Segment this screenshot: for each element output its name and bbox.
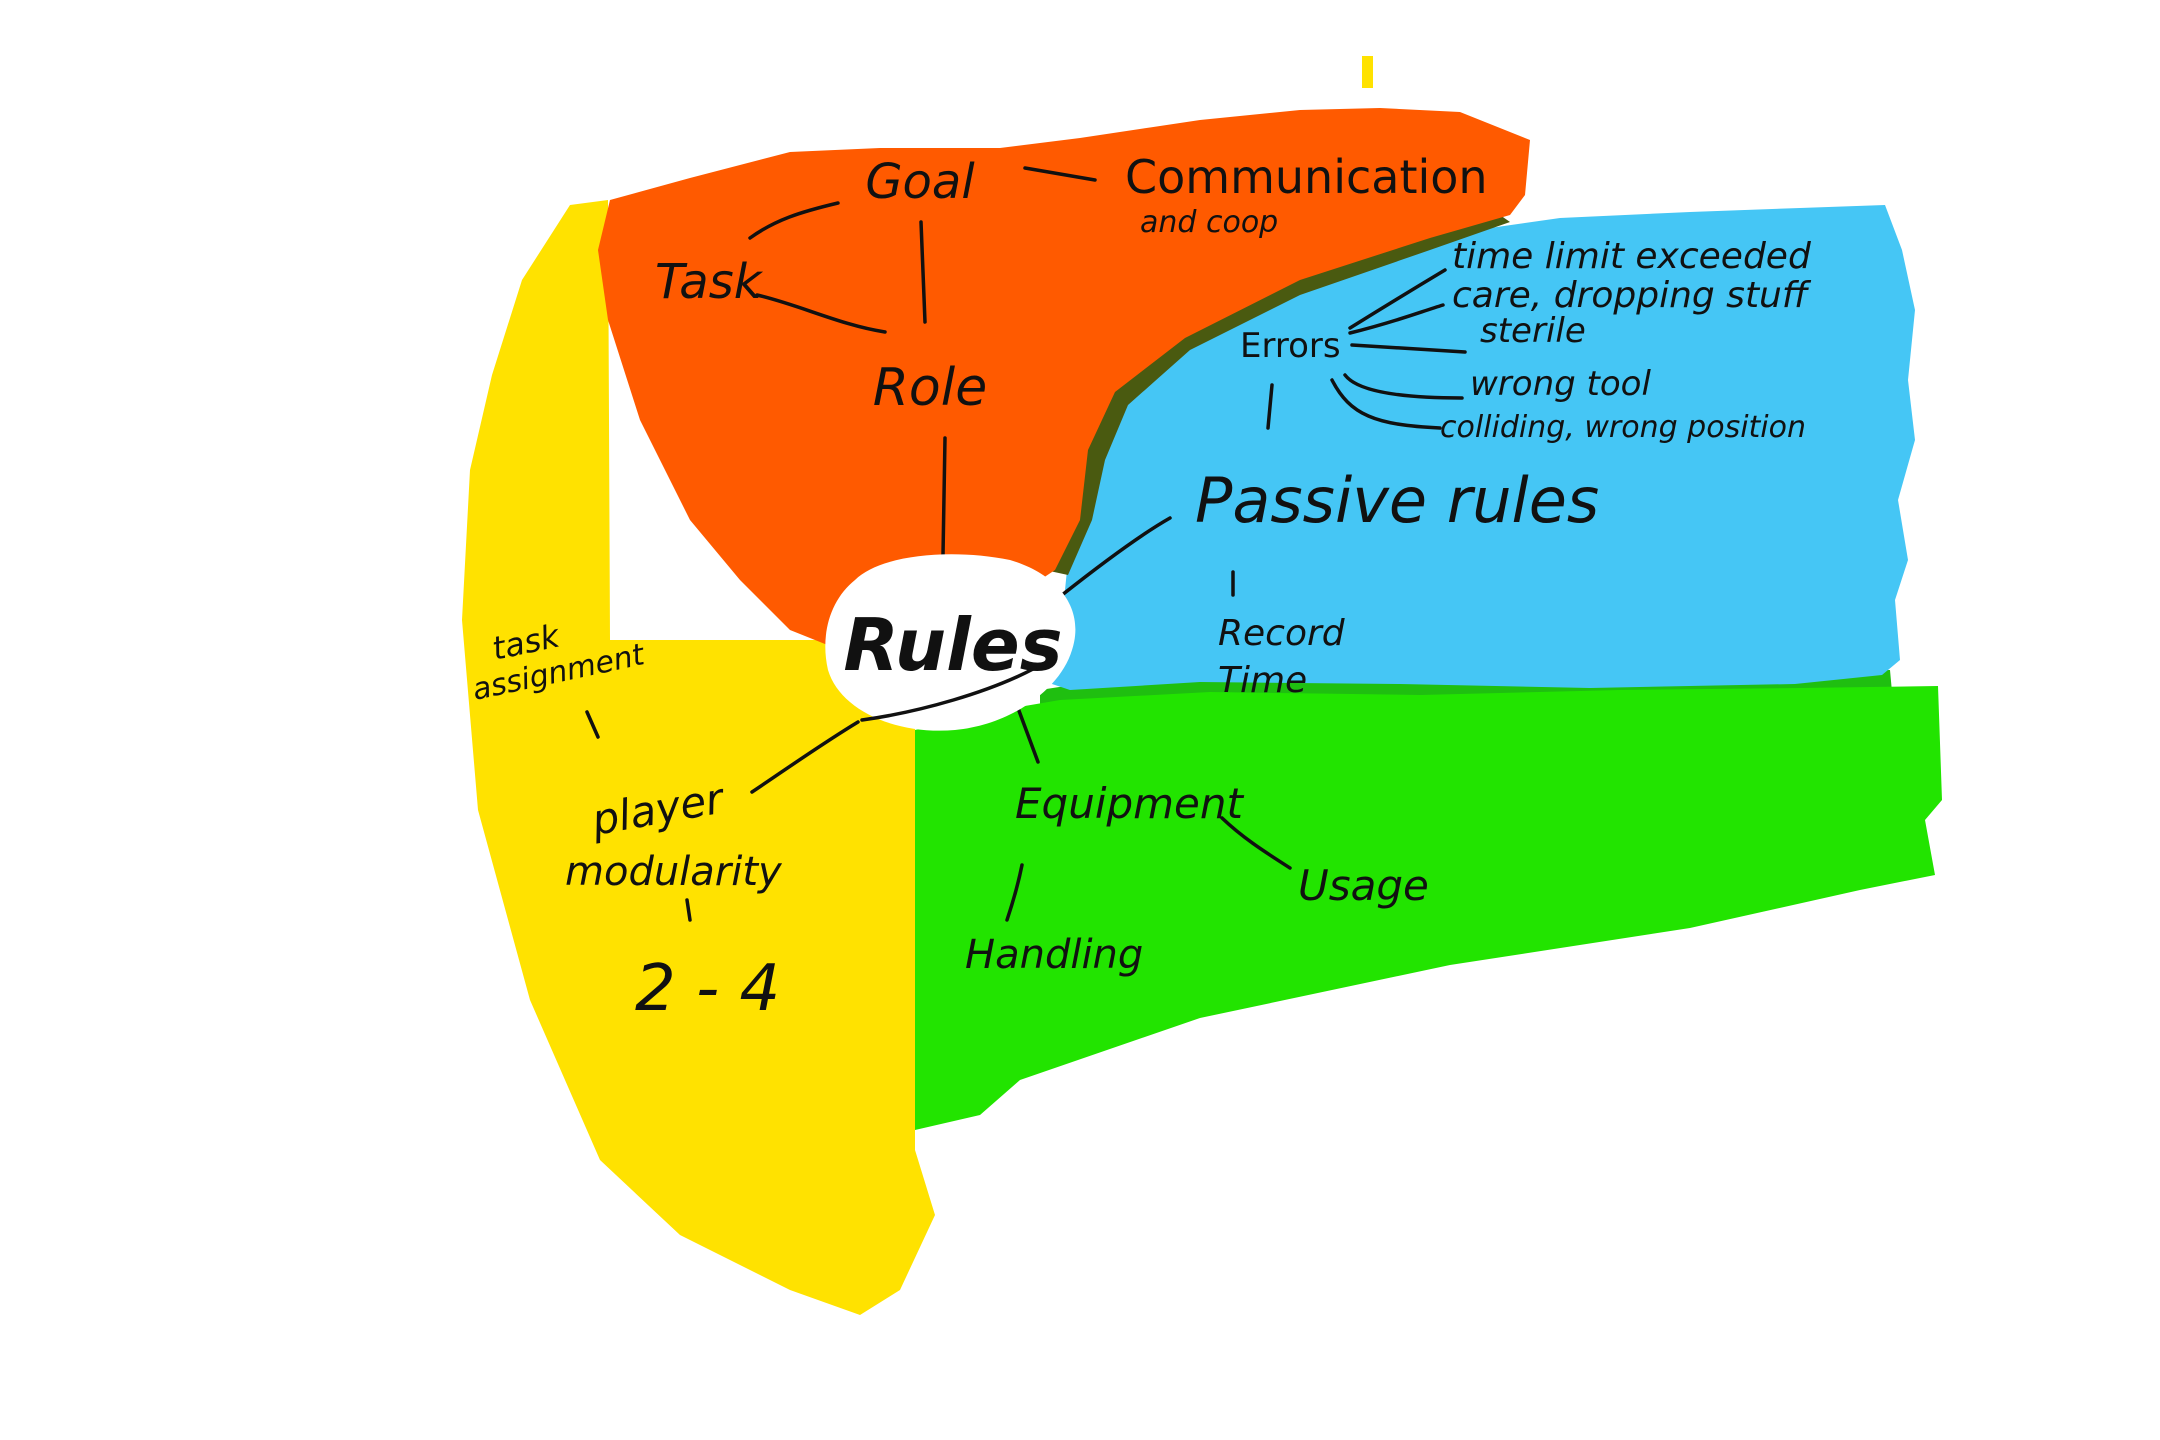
line-task-player (585, 710, 600, 739)
label-communication-sub: and coop (1140, 205, 1278, 240)
label-modularity: modularity (565, 849, 783, 895)
line-equipment-handling (1005, 863, 1024, 922)
label-errors: Errors (1240, 326, 1341, 366)
label-time: Time (1218, 660, 1307, 701)
line-goal-task (748, 201, 840, 240)
line-rules-equipment (1013, 698, 1040, 764)
yellow-region (462, 200, 935, 1315)
line-role-rules (941, 436, 947, 557)
line-errors-passive (1266, 383, 1274, 430)
line-rules-player (750, 720, 860, 794)
line-equipment-usage (1220, 816, 1292, 870)
center-node-rules: Rules (825, 554, 1076, 731)
line-task-role (755, 293, 887, 334)
label-goal: Goal (865, 154, 975, 210)
connector-lines (585, 166, 1467, 922)
center-underline (860, 666, 1037, 722)
line-player-range (685, 898, 692, 922)
line-errors-care (1348, 303, 1445, 335)
red-region (598, 108, 1530, 650)
stray-yellow-mark (1362, 56, 1373, 88)
label-handling: Handling (965, 932, 1143, 978)
center-label: Rules (843, 603, 1062, 687)
line-goal-communication (1023, 166, 1097, 182)
label-equipment: Equipment (1015, 779, 1245, 828)
line-rules-passive (1060, 516, 1172, 597)
line-errors-timelimit (1348, 268, 1447, 330)
label-players-range: 2 - 4 (635, 952, 780, 1026)
label-record: Record (1218, 613, 1346, 654)
line-errors-sterile (1350, 343, 1467, 354)
line-errors-wrongtool (1343, 373, 1464, 400)
label-error-wrongtool: wrong tool (1470, 364, 1651, 404)
label-role: Role (873, 358, 987, 418)
label-error-colliding: colliding, wrong position (1440, 410, 1806, 445)
label-communication: Communication (1125, 150, 1488, 204)
label-usage: Usage (1298, 861, 1429, 910)
label-error-sterile: sterile (1480, 311, 1586, 351)
green-region (915, 686, 1942, 1130)
label-error-care: care, dropping stuff (1452, 275, 1812, 316)
label-passive-rules: Passive rules (1195, 464, 1599, 537)
label-task: Task (655, 254, 764, 310)
line-errors-colliding (1330, 378, 1442, 430)
label-error-timelimit: time limit exceeded (1452, 236, 1812, 277)
center-blob (825, 554, 1076, 731)
line-goal-role (919, 220, 927, 324)
red-region-shadow (1045, 215, 1510, 575)
blue-region (1040, 205, 1915, 690)
